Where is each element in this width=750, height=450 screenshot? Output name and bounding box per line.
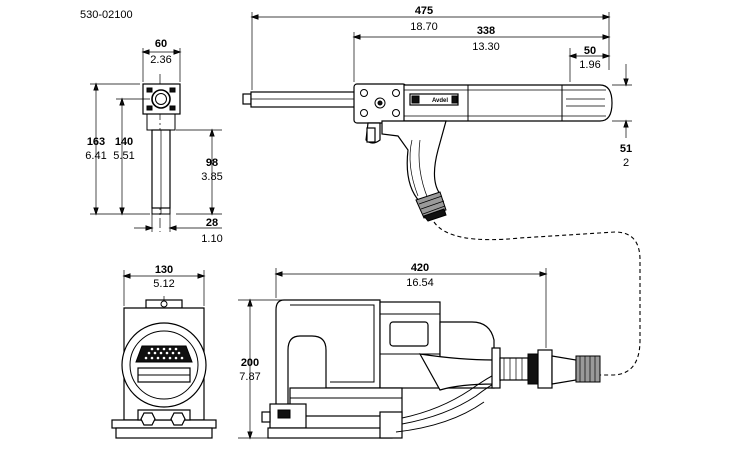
connecting-hose (433, 221, 641, 376)
dim-rear-offset-mm: 50 (584, 45, 596, 57)
dim-base-width: 130 5.12 (122, 264, 206, 306)
dim-handle-width-mm: 28 (206, 217, 218, 229)
base-front-dial (121, 322, 207, 408)
dim-body-height: 140 5.51 (113, 97, 150, 216)
dim-body-length-inch: 13.30 (472, 41, 500, 53)
dim-rear-offset: 50 1.96 (568, 45, 611, 82)
logo-text: Avdel (432, 98, 448, 104)
dim-base-length-mm: 420 (411, 262, 429, 274)
dim-overall-height-inch: 6.41 (85, 150, 106, 162)
dim-rear-height-inch: 2 (623, 157, 629, 169)
dim-base-length: 420 16.54 (274, 262, 548, 348)
dim-rear-height: 51 2 (612, 64, 632, 169)
dim-base-height-inch: 7.87 (239, 371, 260, 383)
tool-side-view: Avdel (242, 83, 613, 222)
dim-overall-height-mm: 163 (87, 136, 105, 148)
dim-rear-offset-inch: 1.96 (579, 59, 600, 71)
base-side-view (261, 299, 601, 439)
dim-handle-height: 98 3.85 (176, 128, 223, 216)
dim-handle-height-inch: 3.85 (201, 171, 222, 183)
base-front-view (111, 296, 217, 440)
grille (135, 345, 193, 363)
dim-body-length-mm: 338 (477, 25, 495, 37)
dim-top-width-inch: 2.36 (150, 54, 171, 66)
dim-body-length: 338 13.30 (352, 25, 611, 82)
dim-base-height-mm: 200 (241, 357, 259, 369)
base-c-frame (275, 299, 381, 413)
dim-base-length-inch: 16.54 (406, 277, 434, 289)
nose-tube (250, 91, 357, 108)
dim-body-height-mm: 140 (115, 136, 133, 148)
grip (381, 120, 447, 203)
part-number: 530-02100 (80, 9, 133, 21)
dim-overall-length: 475 18.70 (250, 5, 611, 90)
dim-handle-height-mm: 98 (206, 157, 218, 169)
dim-top-width-mm: 60 (155, 38, 167, 50)
dim-overall-length-mm: 475 (415, 5, 433, 17)
dim-base-height: 200 7.87 (238, 298, 282, 440)
dim-handle-width-inch: 1.10 (201, 233, 222, 245)
dim-overall-length-inch: 18.70 (410, 21, 438, 33)
dim-top-width: 60 2.36 (141, 38, 182, 82)
dim-handle-width: 28 1.10 (134, 214, 223, 245)
dim-overall-height: 163 6.41 (85, 82, 150, 216)
tool-front-view (142, 74, 181, 232)
dim-base-width-inch: 5.12 (153, 278, 174, 290)
dim-base-width-mm: 130 (155, 264, 173, 276)
dim-body-height-inch: 5.51 (113, 150, 134, 162)
dim-rear-height-mm: 51 (620, 143, 632, 155)
